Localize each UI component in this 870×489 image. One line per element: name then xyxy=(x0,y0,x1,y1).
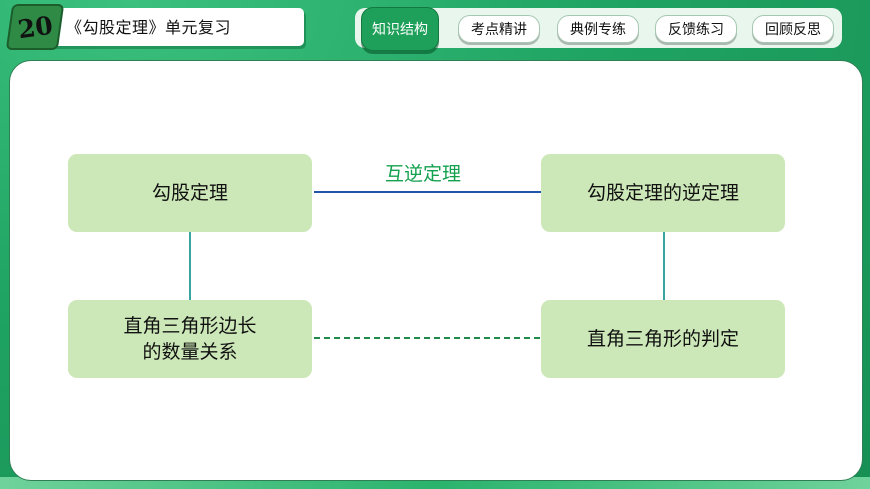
node-side-length-relation: 直角三角形边长 的数量关系 xyxy=(68,300,312,378)
node-converse-theorem: 勾股定理的逆定理 xyxy=(541,154,785,232)
tab-review-reflection[interactable]: 回顾反思 xyxy=(752,15,834,43)
node-pythagorean-theorem: 勾股定理 xyxy=(68,154,312,232)
tab-typical-examples[interactable]: 典例专练 xyxy=(557,15,639,43)
content-panel xyxy=(9,60,863,481)
converse-theorem-label: 互逆定理 xyxy=(385,163,462,185)
tab-knowledge-structure[interactable]: 知识结构 xyxy=(361,7,439,51)
node-right-triangle-test: 直角三角形的判定 xyxy=(541,300,785,378)
tab-feedback-practice[interactable]: 反馈练习 xyxy=(655,15,737,43)
tab-key-points[interactable]: 考点精讲 xyxy=(458,15,540,43)
unit-title: 《勾股定理》单元复习 xyxy=(66,18,232,37)
